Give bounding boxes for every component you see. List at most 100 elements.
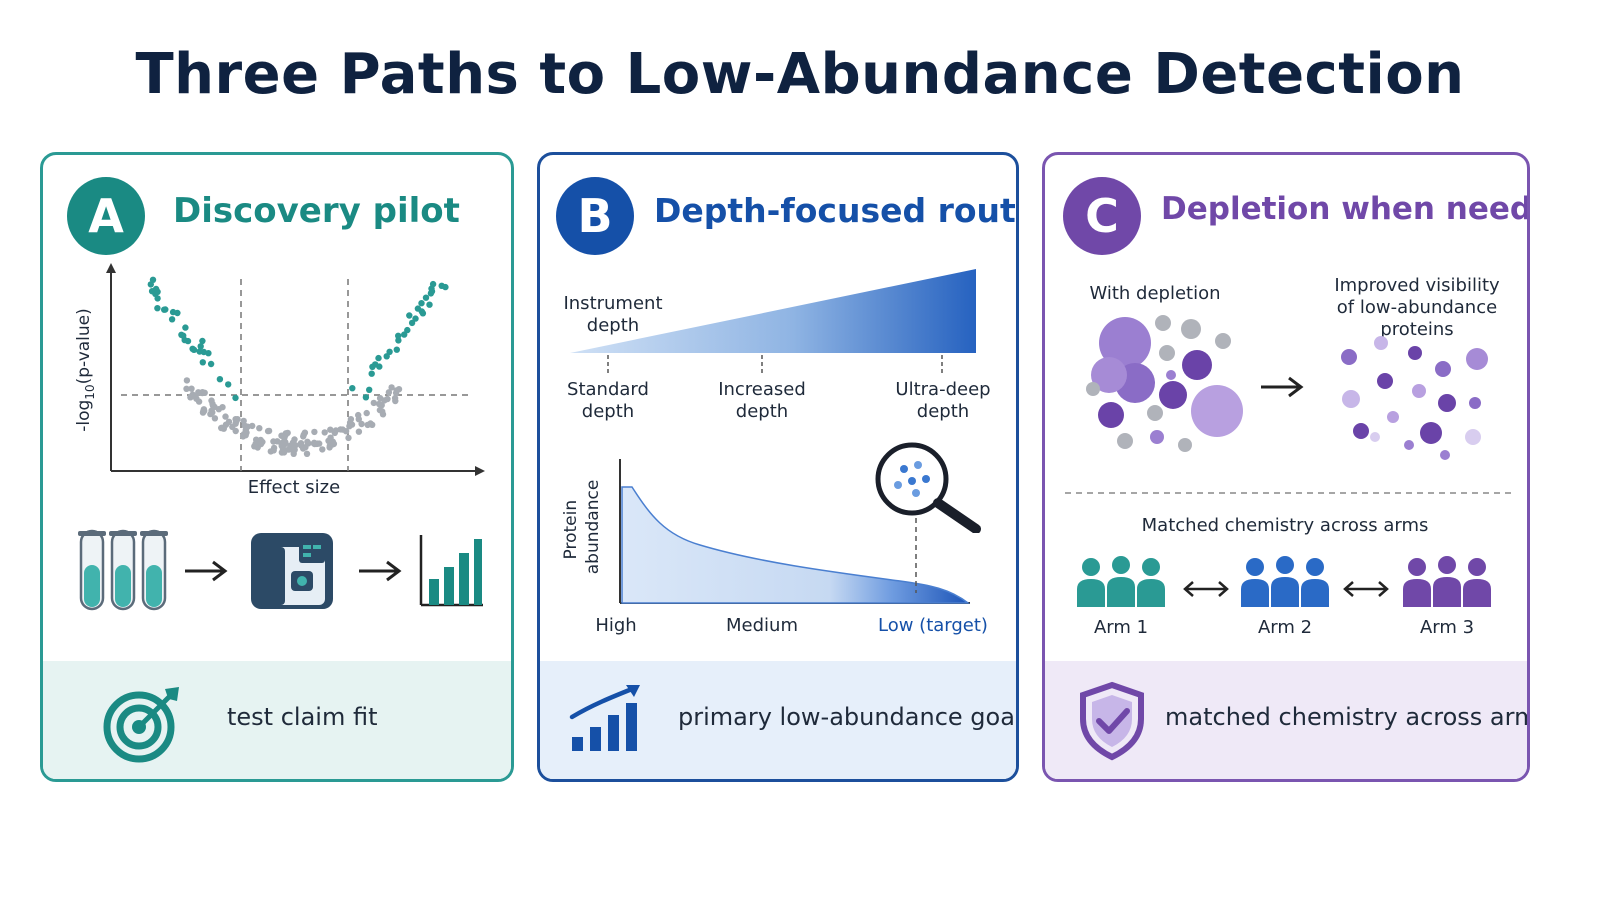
volcano-point-ns bbox=[364, 421, 371, 429]
arm-3-label: Arm 3 bbox=[1419, 617, 1475, 638]
volcano-dots bbox=[147, 276, 449, 457]
volcano-point-ns bbox=[391, 394, 399, 402]
volcano-point-ns bbox=[385, 389, 393, 396]
volcano-point-sig bbox=[162, 306, 169, 313]
volcano-point-ns bbox=[379, 411, 387, 418]
target-icon bbox=[103, 687, 179, 763]
volcano-point-ns bbox=[388, 384, 395, 391]
volcano-point-ns bbox=[242, 426, 249, 434]
volcano-point-ns bbox=[278, 449, 286, 456]
panel-b-badge: B bbox=[556, 177, 634, 255]
volcano-point-sig bbox=[154, 295, 161, 302]
volcano-point-sig bbox=[395, 337, 402, 344]
volcano-point-ns bbox=[188, 385, 195, 392]
volcano-point-sig bbox=[368, 370, 375, 377]
workflow-strip bbox=[78, 529, 483, 611]
volcano-point-ns bbox=[270, 438, 277, 445]
volcano-point-sig bbox=[154, 305, 161, 312]
after-depletion-cluster bbox=[1341, 336, 1488, 460]
volcano-point-ns bbox=[249, 422, 256, 430]
volcano-point-ns bbox=[297, 440, 305, 447]
volcano-point-ns bbox=[242, 432, 249, 439]
volcano-point-ns bbox=[342, 428, 350, 435]
curve-x-medium: Medium bbox=[726, 615, 798, 636]
test-tubes-icon bbox=[78, 529, 168, 611]
volcano-point-ns bbox=[311, 428, 318, 436]
volcano-point-sig bbox=[362, 394, 370, 401]
volcano-point-sig bbox=[386, 348, 393, 355]
panel-a-footer-text: test claim fit bbox=[227, 703, 378, 731]
volcano-point-ns bbox=[291, 436, 298, 443]
mass-spectrometer-icon bbox=[251, 533, 333, 609]
volcano-point-sig bbox=[418, 308, 425, 315]
volcano-point-ns bbox=[232, 427, 239, 435]
volcano-point-ns bbox=[240, 417, 247, 425]
curve-x-high: High bbox=[595, 615, 637, 636]
volcano-point-ns bbox=[264, 427, 272, 435]
volcano-point-sig bbox=[422, 294, 430, 301]
volcano-point-ns bbox=[316, 440, 323, 447]
curve-x-low-target: Low (target) bbox=[878, 615, 988, 636]
volcano-point-sig bbox=[225, 381, 232, 388]
volcano-point-ns bbox=[355, 416, 362, 423]
volcano-point-sig bbox=[375, 354, 382, 362]
panel-a-badge: A bbox=[67, 177, 145, 255]
volcano-point-ns bbox=[369, 421, 376, 428]
double-arrow-icon bbox=[1343, 581, 1389, 597]
volcano-point-sig bbox=[149, 276, 157, 283]
volcano-point-sig bbox=[349, 385, 356, 392]
volcano-point-ns bbox=[267, 448, 274, 455]
volcano-point-sig bbox=[393, 346, 400, 353]
panel-c-footer: matched chemistry across arms bbox=[1045, 661, 1527, 779]
panel-discovery-pilot: A Discovery pilot -log10(p-value) Effect… bbox=[40, 152, 514, 782]
volcano-point-ns bbox=[282, 439, 289, 446]
volcano-point-sig bbox=[199, 359, 206, 366]
volcano-point-ns bbox=[376, 395, 384, 402]
people-group-icon bbox=[1077, 556, 1165, 607]
volcano-point-ns bbox=[299, 445, 307, 452]
volcano-point-ns bbox=[225, 418, 233, 425]
arm-1-label: Arm 1 bbox=[1093, 617, 1149, 638]
volcano-point-ns bbox=[209, 409, 216, 416]
volcano-point-sig bbox=[426, 301, 433, 308]
volcano-point-sig bbox=[366, 386, 373, 393]
panel-b-title: Depth-focused route bbox=[654, 191, 1019, 230]
volcano-point-sig bbox=[197, 343, 204, 350]
volcano-point-ns bbox=[255, 437, 262, 445]
volcano-point-ns bbox=[370, 399, 377, 407]
volcano-point-ns bbox=[183, 377, 191, 384]
volcano-point-ns bbox=[292, 442, 299, 449]
rising-bar-chart-icon bbox=[569, 685, 640, 751]
volcano-point-ns bbox=[195, 389, 202, 396]
volcano-point-ns bbox=[303, 450, 311, 457]
panel-b-footer-text: primary low-abundance goal bbox=[678, 703, 1019, 731]
volcano-point-ns bbox=[301, 429, 309, 436]
volcano-point-sig bbox=[169, 308, 177, 316]
volcano-point-ns bbox=[256, 425, 263, 432]
magnifier-icon bbox=[875, 442, 981, 533]
volcano-point-ns bbox=[288, 446, 295, 453]
arrow-right-icon bbox=[185, 560, 228, 582]
volcano-point-ns bbox=[378, 402, 385, 409]
volcano-point-sig bbox=[442, 283, 449, 291]
panel-a-footer: test claim fit bbox=[43, 661, 511, 779]
panel-b-footer: primary low-abundance goal bbox=[540, 661, 1016, 779]
volcano-point-ns bbox=[222, 413, 229, 420]
volcano-point-sig bbox=[182, 324, 189, 331]
depletion-diagram bbox=[1086, 315, 1488, 460]
volcano-point-sig bbox=[406, 312, 413, 319]
panel-c-footer-text: matched chemistry across arms bbox=[1165, 703, 1530, 731]
volcano-point-ns bbox=[211, 415, 219, 422]
volcano-point-ns bbox=[347, 416, 355, 423]
volcano-point-ns bbox=[210, 403, 218, 411]
volcano-point-sig bbox=[168, 316, 176, 323]
volcano-point-ns bbox=[345, 434, 352, 442]
panel-a-title: Discovery pilot bbox=[173, 191, 460, 231]
volcano-point-sig bbox=[408, 319, 416, 327]
before-depletion-cluster bbox=[1086, 315, 1243, 452]
volcano-point-sig bbox=[412, 315, 419, 322]
volcano-point-sig bbox=[369, 363, 376, 370]
